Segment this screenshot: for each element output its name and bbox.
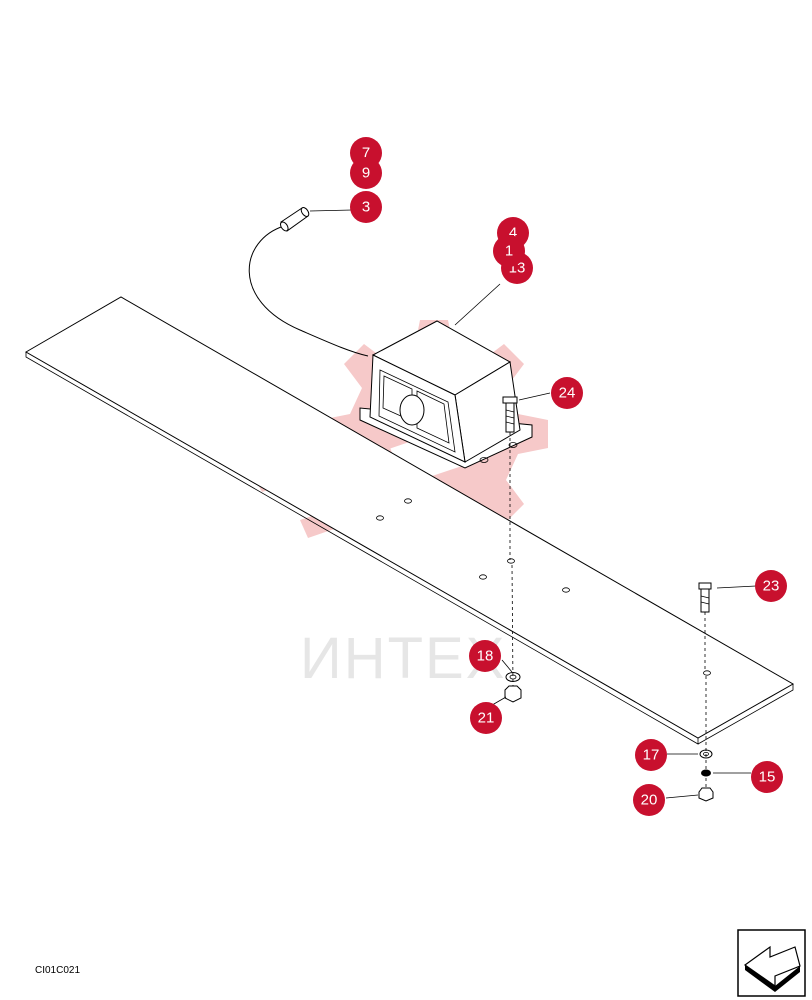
plate [24, 296, 795, 745]
assembly-axis-lines [509, 432, 707, 788]
svg-text:18: 18 [477, 648, 494, 665]
callout-3: 3 [350, 191, 382, 223]
svg-text:17: 17 [643, 747, 660, 764]
box-mounting-holes [479, 442, 518, 463]
svg-text:9: 9 [362, 165, 370, 182]
svg-text:1: 1 [505, 243, 513, 260]
leader-lines [309, 209, 757, 799]
navigation-arrow-icon[interactable] [737, 929, 806, 997]
washer-18 [505, 672, 521, 682]
nut-20 [698, 787, 714, 802]
callout-1: 1 [493, 235, 525, 267]
svg-text:4: 4 [509, 225, 517, 242]
svg-text:24: 24 [559, 385, 576, 402]
box-window [378, 369, 456, 453]
callout-23: 23 [755, 570, 787, 602]
callout-21: 21 [470, 702, 502, 734]
drawing-code: CI01C021 [35, 965, 80, 976]
box-housing [359, 320, 533, 469]
callout-18: 18 [469, 640, 501, 672]
svg-text:20: 20 [641, 792, 658, 809]
bolt-24 [502, 396, 518, 433]
plate-holes [376, 498, 711, 676]
callout-20: 20 [633, 784, 665, 816]
plug-connector [280, 207, 310, 232]
cable-with-plug [248, 207, 369, 357]
nut-21 [504, 685, 522, 703]
callout-15: 15 [751, 761, 783, 793]
callout-17: 17 [635, 739, 667, 771]
callout-9: 9 [350, 157, 382, 189]
svg-text:15: 15 [759, 769, 776, 786]
svg-text:7: 7 [362, 145, 370, 162]
svg-text:21: 21 [478, 710, 495, 727]
svg-text:3: 3 [362, 199, 370, 216]
callout-24: 24 [551, 377, 583, 409]
bolt-23 [698, 582, 712, 613]
svg-text:23: 23 [763, 578, 780, 595]
